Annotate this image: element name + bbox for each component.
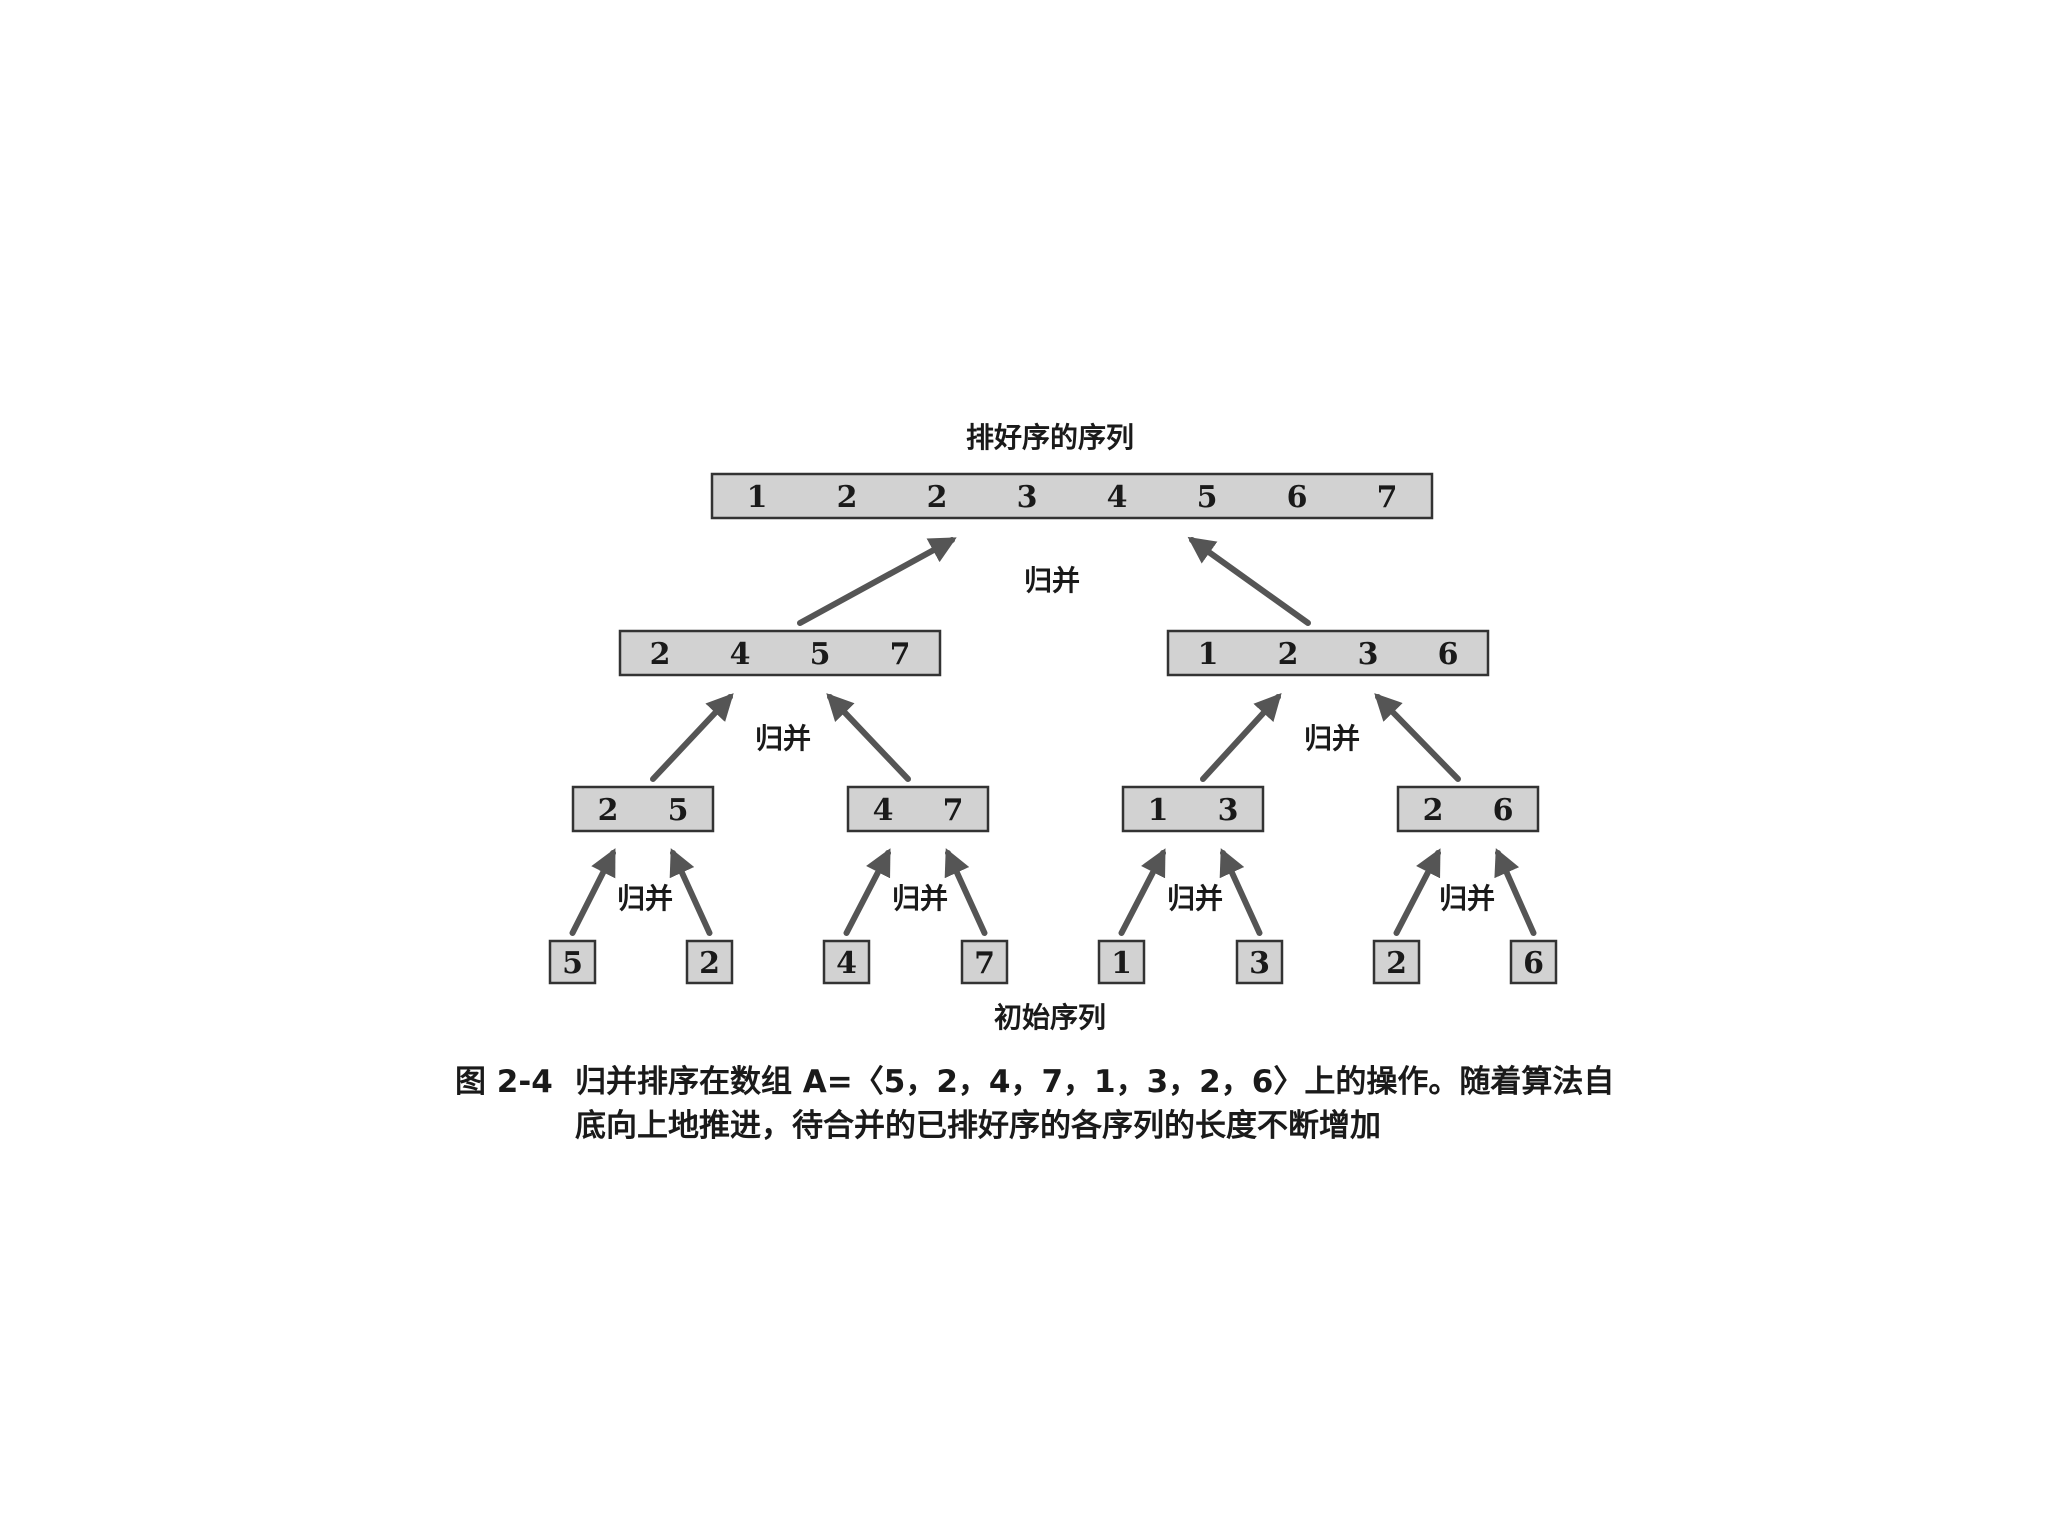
sequence-box-level-1-0: 2 4 5 7 — [618, 629, 942, 677]
merge-arrow-left-2-0 — [569, 848, 616, 936]
sequence-value: 5 — [668, 793, 689, 828]
merge-arrows — [569, 536, 1537, 936]
sequence-box-level-3-2: 4 — [822, 939, 871, 985]
sequence-value: 2 — [598, 793, 619, 828]
sequence-box-level-1-1: 1 2 3 6 — [1166, 629, 1490, 677]
sequence-value: 2 — [927, 480, 948, 515]
sequence-value: 4 — [836, 946, 857, 981]
sequence-value: 2 — [699, 946, 720, 981]
sequence-value: 1 — [1148, 793, 1169, 828]
sequence-value: 3 — [1249, 946, 1270, 981]
sequence-value: 4 — [1107, 480, 1128, 515]
sequence-value: 4 — [873, 793, 894, 828]
merge-arrow-left-0-0 — [797, 537, 957, 626]
sorted-sequence-label: 排好序的序列 — [966, 421, 1134, 454]
merge-label-level-1: 归并 — [1024, 564, 1080, 597]
sequence-box-rect — [548, 939, 597, 985]
caption-line-2: 底向上地推进，待合并的已排好序的各序列的长度不断增加 — [455, 1104, 1675, 1148]
figure-caption: 图 2-4 归并排序在数组 A=〈5，2，4，7，1，3，2，6〉上的操作。随着算… — [455, 1060, 1675, 1148]
sequence-value: 5 — [1197, 480, 1218, 515]
sequence-box-level-3-0: 5 — [548, 939, 597, 985]
merge-arrow-left-1-1 — [1200, 693, 1282, 782]
sequence-box-rect — [571, 785, 715, 833]
merge-arrow-left-2-3 — [1393, 848, 1441, 936]
sequence-value: 2 — [1278, 637, 1299, 672]
sequence-value: 2 — [837, 480, 858, 515]
figure-number: 图 2-4 — [455, 1064, 553, 1100]
sequence-value: 2 — [1386, 946, 1407, 981]
sequence-value: 3 — [1358, 637, 1379, 672]
sequence-box-rect — [846, 785, 990, 833]
merge-arrow-right-1-1 — [1374, 693, 1461, 782]
sequence-value: 6 — [1493, 793, 1514, 828]
sequence-value: 7 — [943, 793, 964, 828]
merge-arrow-left-2-2 — [1118, 848, 1166, 936]
sequence-box-rect — [1166, 629, 1490, 677]
sequence-box-level-3-1: 2 — [685, 939, 734, 985]
sequence-box-level-3-5: 3 — [1235, 939, 1284, 985]
merge-label-level-3-d: 归并 — [1439, 882, 1495, 915]
merge-label-level-3-a: 归并 — [617, 882, 673, 915]
sequence-value: 7 — [890, 637, 911, 672]
sequence-box-rect — [1372, 939, 1421, 985]
merge-arrow-right-0-0 — [1187, 536, 1311, 626]
merge-label-level-3-b: 归并 — [892, 882, 948, 915]
merge-label-level-3-c: 归并 — [1167, 882, 1223, 915]
sequence-box-rect — [1121, 785, 1265, 833]
sequence-value: 7 — [1377, 480, 1398, 515]
caption-text-1: 归并排序在数组 A=〈5，2，4，7，1，3，2，6〉上的操作。随着算法自 — [575, 1064, 1615, 1100]
sequence-box-level-3-3: 7 — [960, 939, 1009, 985]
sequence-value: 7 — [974, 946, 995, 981]
caption-text-2: 底向上地推进，待合并的已排好序的各序列的长度不断增加 — [575, 1108, 1381, 1144]
sequence-value: 6 — [1523, 946, 1544, 981]
merge-arrow-left-1-0 — [650, 693, 734, 782]
sequence-box-level-3-7: 6 — [1509, 939, 1558, 985]
sequence-value: 2 — [650, 637, 671, 672]
merge-label-level-2-right: 归并 — [1304, 722, 1360, 755]
merge-arrow-right-2-2 — [1219, 848, 1263, 936]
caption-line-1: 图 2-4 归并排序在数组 A=〈5，2，4，7，1，3，2，6〉上的操作。随着算… — [455, 1060, 1675, 1104]
sequence-box-rect — [1235, 939, 1284, 985]
merge-arrow-right-1-0 — [826, 693, 911, 782]
sequence-box-rect — [960, 939, 1009, 985]
initial-sequence-label: 初始序列 — [994, 1001, 1106, 1034]
sequence-box-rect — [1396, 785, 1540, 833]
sequence-box-level-3-4: 1 — [1097, 939, 1146, 985]
sequence-box-rect — [1509, 939, 1558, 985]
merge-label-level-2-left: 归并 — [755, 722, 811, 755]
sequence-box-rect — [710, 472, 1434, 520]
sequence-value: 5 — [562, 946, 583, 981]
sequence-box-rect — [685, 939, 734, 985]
sequence-box-level-0-0: 1 2 2 3 4 5 6 7 — [710, 472, 1434, 520]
sequence-value: 4 — [730, 637, 751, 672]
sequence-value: 3 — [1218, 793, 1239, 828]
sequence-value: 1 — [1111, 946, 1132, 981]
sequence-box-level-3-6: 2 — [1372, 939, 1421, 985]
sequence-value: 1 — [1198, 637, 1219, 672]
merge-arrow-left-2-1 — [843, 848, 891, 936]
sequence-value: 2 — [1423, 793, 1444, 828]
merge-arrow-right-2-1 — [944, 848, 988, 936]
merge-arrow-right-2-3 — [1494, 848, 1537, 936]
sequence-value: 6 — [1438, 637, 1459, 672]
sequence-box-rect — [822, 939, 871, 985]
merge-arrow-right-2-0 — [669, 848, 713, 936]
sequence-box-rect — [618, 629, 942, 677]
sequence-value: 5 — [810, 637, 831, 672]
sequence-box-rect — [1097, 939, 1146, 985]
sequence-value: 3 — [1017, 480, 1038, 515]
sequence-value: 1 — [747, 480, 768, 515]
sequence-value: 6 — [1287, 480, 1308, 515]
